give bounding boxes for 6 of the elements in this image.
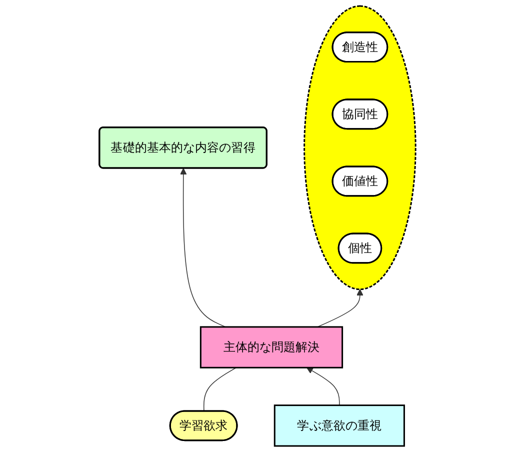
arrow xyxy=(180,168,226,328)
node-box: 学ぶ意欲の重視 xyxy=(274,404,405,447)
arrow xyxy=(306,367,340,406)
arrow xyxy=(317,288,364,328)
node-box: 主体的な問題解決 xyxy=(200,326,344,368)
connector xyxy=(203,367,237,412)
